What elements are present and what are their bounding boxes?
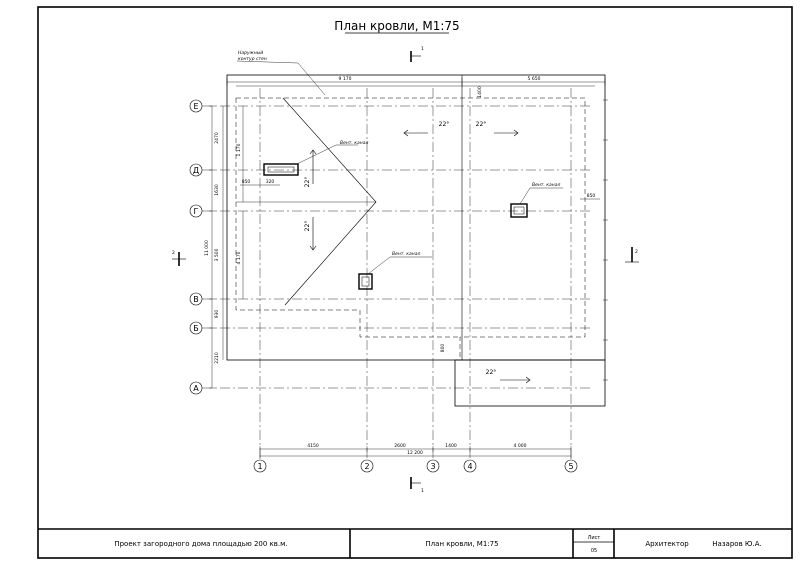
slope-label-3: 22° [304, 177, 311, 188]
section-mark-top: 1 [410, 46, 424, 62]
section-mark-right-label: 2 [635, 249, 638, 255]
axis-col-3: 3 [430, 462, 435, 471]
vent-label-1: Вент. канал [340, 140, 368, 146]
axis-col-4: 4 [467, 462, 472, 471]
slope-label-4: 22° [304, 221, 311, 232]
dim-bottom-2: 2600 [394, 443, 406, 449]
dim-left-total: 11 000 [204, 240, 210, 256]
dim-left-1: 2470 [214, 132, 220, 144]
tb-sheet-name: План кровли, М1:75 [425, 540, 498, 548]
roof-ridges [236, 97, 377, 306]
dim-bottom-4: 4 000 [514, 443, 527, 449]
vent-channel-1 [263, 163, 299, 176]
tb-role: Архитектор [645, 540, 689, 548]
dim-bottom-total: 12 200 [407, 450, 423, 456]
vent-label-2: Вент. канал [532, 182, 560, 188]
tb-sheet-label: Лист [588, 535, 601, 541]
dim-small-1: 850 [242, 179, 251, 185]
tb-person: Назаров Ю.А. [712, 540, 761, 548]
slope-label-2: 22° [476, 121, 487, 128]
dim-inner-1: 1 170 [236, 143, 242, 156]
drawing-title: План кровли, М1:75 [334, 19, 459, 33]
dim-small-2: 320 [266, 179, 275, 185]
dim-top-2: 5 650 [528, 76, 541, 82]
vent-label-3: Вент. канал [392, 251, 420, 257]
left-dimension-chain [209, 105, 224, 389]
dim-bottom-1: 4150 [307, 443, 319, 449]
axis-row-e: Е [193, 102, 198, 111]
axis-row-a: А [193, 384, 199, 393]
dim-bottom-3: 1400 [445, 443, 457, 449]
slope-label-5: 22° [486, 369, 497, 376]
tb-sheet-number: 05 [591, 548, 597, 554]
dim-inner-2: 4 170 [236, 251, 242, 264]
section-mark-bottom-label: 1 [421, 488, 424, 494]
axis-row-g: Г [194, 207, 199, 216]
sheet-frame [37, 6, 793, 559]
roof-outline [226, 74, 606, 407]
right-edge-ticks [603, 99, 608, 381]
note-outer-wall-line-1: Наружный [238, 50, 263, 56]
outer-wall-contour [235, 97, 586, 360]
axis-bubbles-rows [189, 99, 203, 395]
slope-label-1: 22° [439, 121, 450, 128]
section-mark-top-label: 1 [421, 46, 424, 52]
title-block [38, 528, 792, 558]
tb-project: Проект загородного дома площадью 200 кв.… [114, 540, 287, 548]
dim-small-3: 850 [587, 193, 596, 199]
section-mark-left: 2 [172, 250, 186, 266]
axis-row-v: В [193, 295, 199, 304]
dim-left-5: 2210 [214, 352, 220, 364]
bottom-dimension-chain [259, 446, 572, 459]
top-dimension-line [226, 78, 606, 86]
dim-left-3: 3 500 [214, 248, 220, 261]
grid-axes-horizontal [202, 105, 592, 389]
axis-bubbles-cols [253, 459, 578, 473]
vent-channel-3 [358, 273, 373, 290]
vent-channel-2 [510, 203, 528, 218]
section-mark-right: 2 [625, 247, 639, 263]
section-mark-left-label: 2 [172, 250, 175, 256]
dim-left-4: 930 [214, 310, 220, 319]
axis-row-b: Б [193, 324, 199, 333]
vent-leaders [236, 60, 563, 275]
dim-left-2: 1630 [214, 184, 220, 196]
section-mark-bottom: 1 [410, 477, 424, 494]
slope-arrows [309, 129, 531, 384]
dim-small-5: 800 [440, 344, 446, 353]
grid-axes-vertical [259, 88, 572, 458]
dim-top-1: 9 170 [339, 76, 352, 82]
axis-col-2: 2 [364, 462, 369, 471]
dim-small-4: 1400 [477, 86, 483, 98]
axis-col-5: 5 [568, 462, 573, 471]
axis-col-1: 1 [257, 462, 262, 471]
note-outer-wall-line-2: контур стен [238, 57, 267, 62]
axis-row-d: Д [193, 166, 199, 175]
